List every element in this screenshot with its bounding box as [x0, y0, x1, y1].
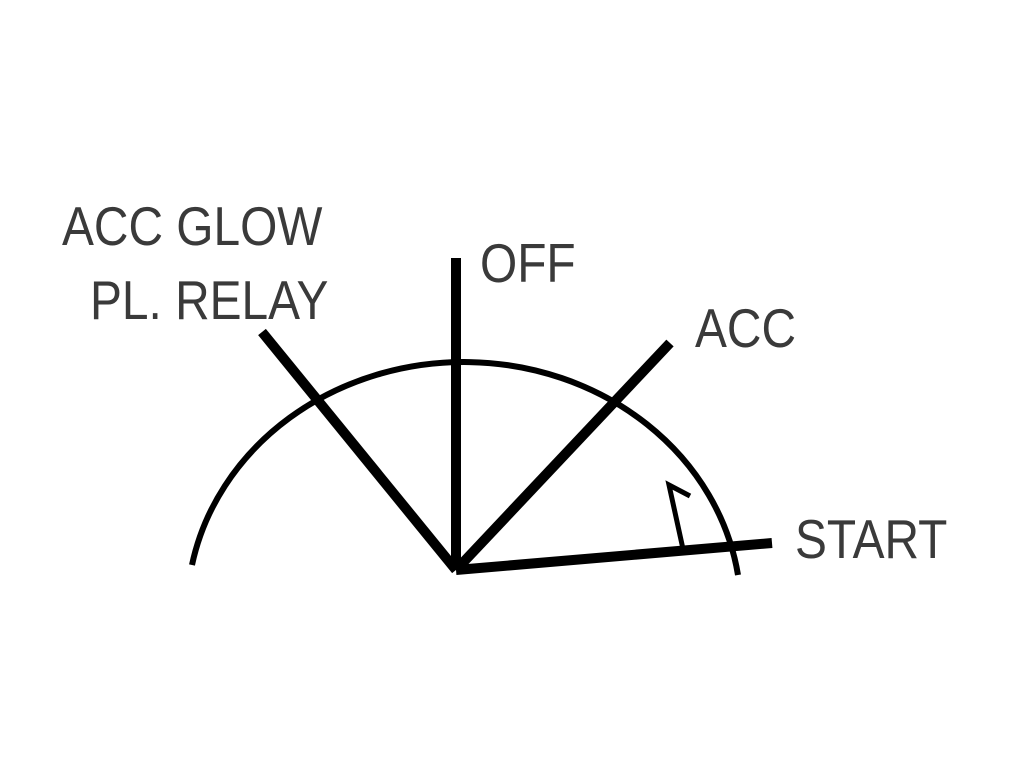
position-line-start: [455, 538, 773, 575]
label-off: OFF: [480, 233, 576, 294]
spring-return-indicator: [665, 480, 692, 550]
label-acc: ACC: [695, 298, 796, 359]
switch-range-arc: [189, 359, 741, 576]
position-line-acc: [452, 339, 674, 574]
label-pl-relay: PL. RELAY: [90, 270, 328, 331]
position-line-acc-glow: [258, 328, 460, 574]
label-acc-glow: ACC GLOW: [62, 196, 323, 257]
label-start: START: [795, 509, 947, 570]
